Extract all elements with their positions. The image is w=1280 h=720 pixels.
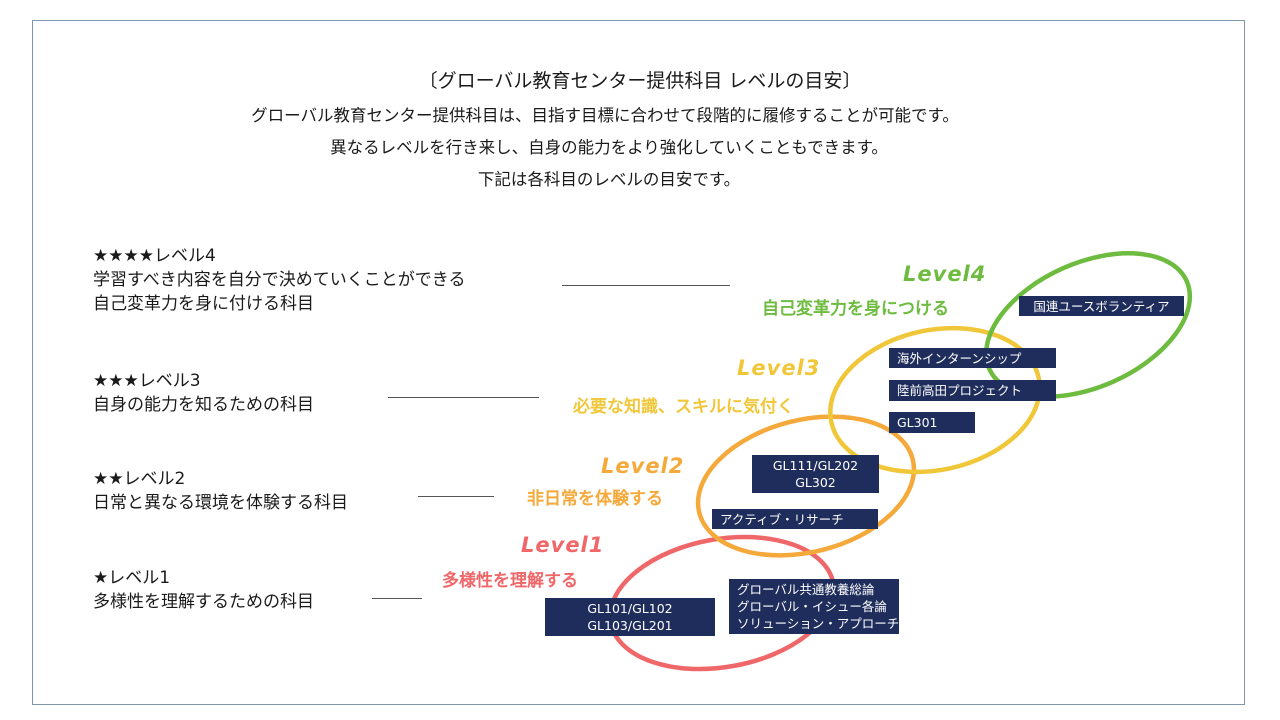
level2-stars-label: ★★レベル2 xyxy=(93,469,186,489)
level1-ring-name: Level1 xyxy=(521,533,605,557)
course-box-global-liberal-arts: グローバル共通教養総論 グローバル・イシュー各論 ソリューション・アプローチ xyxy=(729,579,899,634)
course-box-gl101-gl102-gl103-gl201: GL101/GL102 GL103/GL201 xyxy=(545,598,715,636)
level4-desc-line-1: 学習すべき内容を自分で決めていくことができる xyxy=(93,270,466,290)
course-label: GL301 xyxy=(897,415,938,430)
intro-line-3: 下記は各科目のレベルの目安です。 xyxy=(477,170,741,189)
level4-description: ★★★★レベル4 学習すべき内容を自分で決めていくことができる 自己変革力を身に… xyxy=(93,244,465,316)
course-label: 国連ユースボランティア xyxy=(1033,298,1170,314)
level3-description: ★★★レベル3 自身の能力を知るための科目 xyxy=(93,369,314,417)
course-label-line-2: グローバル・イシュー各論 xyxy=(737,599,887,614)
course-box-gl111-gl202-gl302: GL111/GL202 GL302 xyxy=(752,455,879,493)
level4-desc-line-2: 自己変革力を身に付ける科目 xyxy=(93,294,314,314)
level1-description: ★レベル1 多様性を理解するための科目 xyxy=(93,566,314,614)
level4-ring-goal: 自己変革力を身につける xyxy=(762,299,949,319)
course-label: アクティブ・リサーチ xyxy=(720,511,844,527)
level3-ring xyxy=(828,325,1042,475)
course-label: 海外インターンシップ xyxy=(897,350,1022,366)
level1-desc-line-1: 多様性を理解するための科目 xyxy=(93,592,314,612)
level2-connector-line xyxy=(418,496,494,497)
course-label-line-1: GL101/GL102 xyxy=(587,601,673,616)
page-title: 〔グローバル教育センター提供科目 レベルの目安〕 xyxy=(418,70,862,92)
level3-desc-line-1: 自身の能力を知るための科目 xyxy=(93,395,314,415)
course-label-line-1: グローバル共通教養総論 xyxy=(737,582,875,597)
course-box-rikuzentakata-project: 陸前高田プロジェクト xyxy=(889,380,1056,401)
course-label-line-3: ソリューション・アプローチ xyxy=(737,616,900,631)
slide-frame xyxy=(32,20,1245,705)
level2-ring-name: Level2 xyxy=(601,454,685,478)
course-label-line-2: GL302 xyxy=(795,475,836,490)
level2-desc-line-1: 日常と異なる環境を体験する科目 xyxy=(93,493,348,513)
level4-ring xyxy=(983,251,1193,399)
level1-stars-label: ★レベル1 xyxy=(93,568,171,588)
level3-stars-label: ★★★レベル3 xyxy=(93,371,201,391)
course-box-overseas-internship: 海外インターンシップ xyxy=(889,348,1056,368)
course-label: 陸前高田プロジェクト xyxy=(897,383,1023,398)
course-label-line-1: GL111/GL202 xyxy=(772,458,859,473)
course-label-line-2: GL103/GL201 xyxy=(587,618,673,633)
level2-ring xyxy=(695,414,917,558)
intro-line-2: 異なるレベルを行き来し、自身の能力をより強化していくこともできます。 xyxy=(330,138,888,157)
course-box-un-youth-volunteer: 国連ユースボランティア xyxy=(1019,296,1184,316)
level4-ring-name: Level4 xyxy=(903,262,987,286)
level4-connector-line xyxy=(562,285,730,286)
level3-ring-name: Level3 xyxy=(737,356,821,380)
level1-ring-goal: 多様性を理解する xyxy=(442,571,578,591)
level4-stars-label: ★★★★レベル4 xyxy=(93,246,216,266)
level2-description: ★★レベル2 日常と異なる環境を体験する科目 xyxy=(93,467,348,515)
level3-connector-line xyxy=(388,397,539,398)
course-box-gl301: GL301 xyxy=(889,412,975,433)
intro-line-1: グローバル教育センター提供科目は、目指す目標に合わせて段階的に履修することが可能… xyxy=(251,106,959,125)
level2-ring-goal: 非日常を体験する xyxy=(527,489,663,509)
level3-ring-goal: 必要な知識、スキルに気付く xyxy=(573,397,794,417)
course-box-active-research: アクティブ・リサーチ xyxy=(712,509,878,529)
level1-connector-line xyxy=(372,598,422,599)
